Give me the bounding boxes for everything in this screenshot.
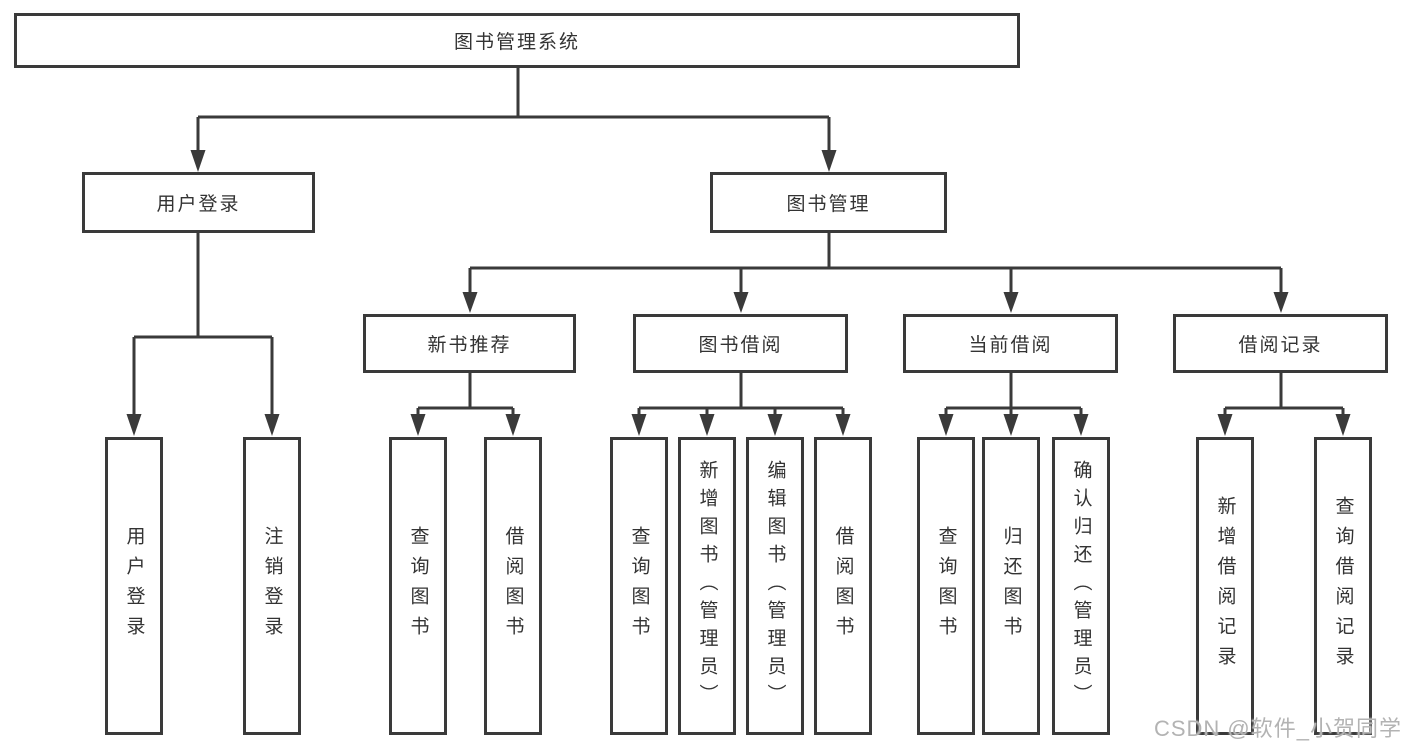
csdn-watermark: CSDN @软件_小贺同学: [1153, 716, 1402, 741]
leaf-logout-label: 注销登录: [261, 526, 283, 646]
leaf-borrow-books-recommend: 借阅图书: [484, 437, 542, 735]
node-borrow-records: 借阅记录: [1173, 314, 1388, 373]
leaf-user-login: 用户登录: [105, 437, 163, 735]
leaf-edit-book-admin-label: 编辑图书（管理员）: [764, 460, 786, 712]
node-new-book-recommend: 新书推荐: [363, 314, 576, 373]
leaf-edit-book-admin: 编辑图书（管理员）: [746, 437, 804, 735]
node-borrow-records-label: 借阅记录: [1238, 335, 1323, 356]
leaf-query-borrow-record-label: 查询借阅记录: [1332, 496, 1354, 676]
node-book-borrow-label: 图书借阅: [698, 335, 783, 356]
leaf-return-book-label: 归还图书: [1000, 526, 1022, 646]
leaf-query-books-recommend: 查询图书: [389, 437, 447, 735]
node-book-management-module: 图书管理: [710, 172, 947, 233]
leaf-add-borrow-record-label: 新增借阅记录: [1214, 496, 1236, 676]
leaf-logout: 注销登录: [243, 437, 301, 735]
node-user-login-module-label: 用户登录: [156, 194, 241, 215]
node-book-borrow: 图书借阅: [633, 314, 848, 373]
node-current-borrow: 当前借阅: [903, 314, 1118, 373]
leaf-confirm-return-admin: 确认归还（管理员）: [1052, 437, 1110, 735]
leaf-query-books-borrow-label: 查询图书: [628, 526, 650, 646]
leaf-add-borrow-record: 新增借阅记录: [1196, 437, 1254, 735]
node-book-management-module-label: 图书管理: [786, 194, 871, 215]
leaf-user-login-label: 用户登录: [123, 526, 145, 646]
node-root: 图书管理系统: [14, 13, 1020, 68]
leaf-confirm-return-admin-label: 确认归还（管理员）: [1070, 460, 1092, 712]
leaf-add-book-admin-label: 新增图书（管理员）: [696, 460, 718, 712]
leaf-borrow-books-recommend-label: 借阅图书: [502, 526, 524, 646]
leaf-borrow-book-label: 借阅图书: [832, 526, 854, 646]
leaf-query-books-borrow: 查询图书: [610, 437, 668, 735]
node-root-label: 图书管理系统: [453, 32, 580, 53]
node-new-book-recommend-label: 新书推荐: [427, 335, 512, 356]
node-user-login-module: 用户登录: [82, 172, 315, 233]
leaf-borrow-book: 借阅图书: [814, 437, 872, 735]
leaf-query-books-recommend-label: 查询图书: [407, 526, 429, 646]
leaf-return-book: 归还图书: [982, 437, 1040, 735]
leaf-query-books-current: 查询图书: [917, 437, 975, 735]
node-current-borrow-label: 当前借阅: [968, 335, 1053, 356]
leaf-query-books-current-label: 查询图书: [935, 526, 957, 646]
leaf-add-book-admin: 新增图书（管理员）: [678, 437, 736, 735]
leaf-query-borrow-record: 查询借阅记录: [1314, 437, 1372, 735]
